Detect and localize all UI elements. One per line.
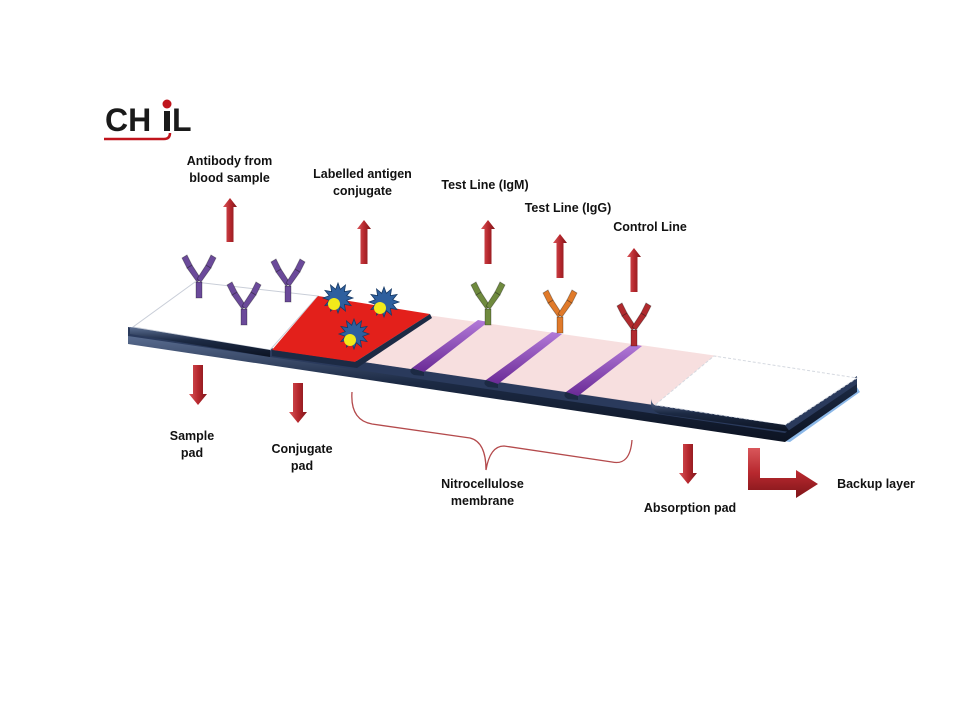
logo-text-ch: CH [105, 102, 151, 138]
logo-i-stem [164, 111, 170, 131]
arrow-up-control [627, 248, 641, 292]
control-line [564, 344, 642, 400]
logo-i-dot [162, 99, 172, 109]
antigen-conjugate-1 [321, 281, 355, 315]
label-absorption-pad: Absorption pad [643, 501, 737, 515]
sample-pad-edge [130, 327, 270, 357]
logo-swoosh [104, 132, 172, 141]
label-test-line-igm: Test Line (IgM) [441, 178, 529, 192]
label-backup-layer: Backup layer [837, 477, 915, 491]
nitrocellulose-membrane [350, 314, 718, 406]
antibody-control [616, 302, 652, 347]
antibody-sample-2 [226, 281, 262, 326]
antibody-sample-1 [181, 254, 217, 299]
arrow-down-sample-pad [189, 365, 207, 405]
antigen-conjugate-3 [337, 317, 371, 351]
antibody-igm [470, 281, 506, 326]
arrow-up-antibody [223, 198, 237, 242]
logo-text-l: L [172, 102, 192, 138]
test-line-igg [484, 332, 562, 388]
arrow-up-test-igg [553, 234, 567, 278]
arrow-up-labelled-antigen [357, 220, 371, 264]
absorption-pad-edge [651, 398, 790, 432]
chil-logo: CH L [104, 99, 192, 141]
antigen-conjugate-2 [367, 285, 401, 319]
antibody-sample-3 [270, 258, 306, 303]
antibody-igg [542, 289, 578, 334]
label-control-line: Control Line [613, 220, 687, 234]
arrow-backup-layer [748, 448, 818, 498]
arrow-up-test-igm [481, 220, 495, 264]
label-test-line-igg: Test Line (IgG) [524, 201, 612, 215]
absorption-pad [653, 355, 859, 426]
nitrocellulose-bracket [351, 391, 633, 471]
test-line-igm [410, 320, 488, 376]
arrow-down-conjugate-pad [289, 383, 307, 423]
arrow-down-absorption-pad [679, 444, 697, 484]
